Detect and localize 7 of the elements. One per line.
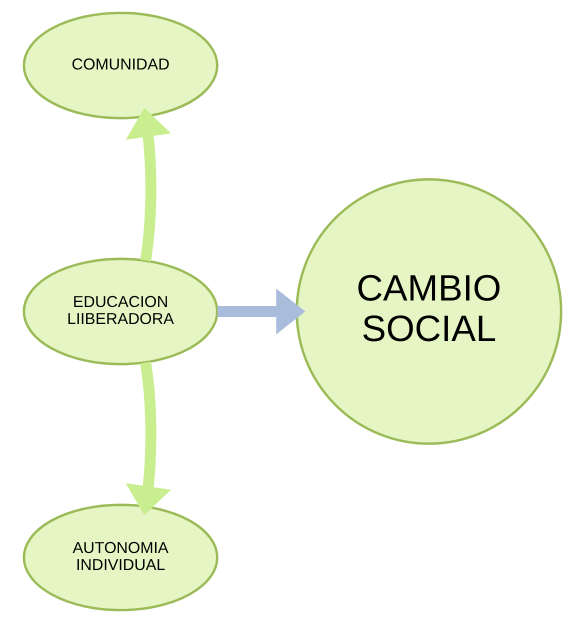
arrow xyxy=(217,288,305,334)
arrow xyxy=(125,108,171,262)
arrow xyxy=(125,362,171,516)
node-ellipse: COMUNIDAD xyxy=(22,12,218,120)
node-circle: CAMBIO SOCIAL xyxy=(295,178,562,445)
node-ellipse: AUTONOMIA INDIVIDUAL xyxy=(22,504,218,612)
node-ellipse: EDUCACION LIIBERADORA xyxy=(22,258,218,366)
